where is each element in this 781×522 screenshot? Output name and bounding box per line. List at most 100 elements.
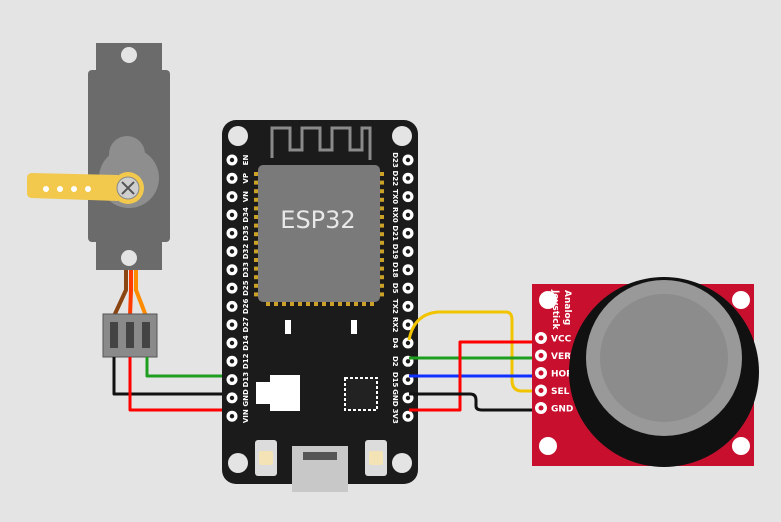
joystick-pin-label-vert: VERT [551,352,578,362]
pin-hole-center [405,176,411,181]
mount-hole [392,453,412,473]
chip-pad [254,172,260,176]
pin-label-gnd: GND [242,389,250,407]
pin-hole-center [229,414,235,419]
chip-pad [378,189,384,194]
pin-label-d22: D22 [391,171,399,187]
chip-pad [378,292,384,297]
pin-hole-center [405,157,411,163]
servo-mount-hole-top [121,47,137,63]
pin-hole-center [229,212,235,218]
chip-pad [378,283,384,288]
chip-pad [298,300,302,306]
pin-label-d27: D27 [242,317,250,333]
chip-pad [254,232,260,237]
pin-hole-center [229,231,235,236]
pin-label-d23: D23 [391,152,399,168]
connector-pin [110,322,118,348]
pin-hole-center [229,194,235,199]
pin-hole-center [405,194,411,199]
pin-label-d32: D32 [242,244,250,260]
mount-hole [539,291,557,309]
joystick-title-line2: Joystick [550,289,560,330]
pin-hole-center [405,285,411,291]
pin-label-d12: D12 [242,353,250,369]
chip-pad [282,300,286,306]
servo-mount-hole-bottom [121,250,137,266]
chip-pad [378,206,384,211]
pin-label-vin: VIN [242,409,250,423]
chip-pad [378,172,384,176]
pin-hole-center [405,395,411,401]
led-indicator [285,320,291,334]
pin-hole-center [405,231,411,236]
chip-pad [378,223,384,228]
pin-hole-center [229,249,235,254]
joystick-cap[interactable] [600,294,728,422]
pin-label-en: EN [242,155,250,166]
pin-label-d14: D14 [242,335,250,351]
pin-hole-center [229,176,235,181]
pin-hole-center [229,157,235,163]
pin-hole-center [538,335,544,341]
esp32-chip-shield [258,165,380,302]
pin-hole-center [229,340,235,346]
mount-hole [392,126,412,146]
pin-label-d15: D15 [391,372,399,388]
pin-label-d4: D4 [391,338,399,349]
pin-hole-center [405,377,411,382]
reset-button-cap [369,451,383,465]
chip-pad [378,258,384,262]
mount-hole [228,126,248,146]
servo-to-esp32-wires [112,357,232,412]
chip-pad [254,223,260,228]
chip-pad [378,232,384,237]
regulator-tab [256,382,270,404]
chip-pad [378,180,384,185]
chip-pads [254,172,384,306]
pin-label-d33: D33 [242,262,250,278]
boot-button-cap [259,451,273,465]
joystick-pin-label-horz: HORZ [551,370,580,380]
chip-pad [290,300,294,306]
chip-pad [354,300,358,306]
mount-hole [539,437,557,455]
chip-pad [330,300,334,306]
pin-label-d21: D21 [391,225,399,241]
chip-pad [322,300,326,306]
servo-motor[interactable] [27,43,170,358]
esp32-to-joystick-wires [407,310,541,412]
pin-hole-center [405,340,411,346]
pin-label-d18: D18 [391,262,399,278]
chip-pad [362,300,366,306]
pin-hole-center [229,285,235,291]
wire-red-vcc [409,340,541,412]
servo-horn-hole [85,186,91,192]
pin-label-rx2: RX2 [391,317,399,333]
chip-pad [378,197,384,202]
pin-label-d13: D13 [242,372,250,388]
chip-pad [274,300,278,306]
pin-label-gnd: GND [391,389,399,407]
esp32-board[interactable]: ESP32 ENVPVND34D35D32D33D25D26D27D14D12D… [222,120,418,492]
chip-pad [378,266,384,271]
servo-horn-hole [57,186,63,192]
led-indicator [351,320,357,334]
wire-yellow-sel [407,310,541,393]
pin-label-rx0: RX0 [391,207,399,223]
pin-hole-center [229,359,235,364]
pin-label-vp: VP [242,173,250,184]
servo-gear-bump [109,136,145,172]
chip-pad [254,240,260,245]
wire-green-signal [145,357,232,378]
chip-pad [254,258,260,262]
chip-pad [346,300,350,306]
pin-hole-center [405,322,411,327]
pin-label-d26: D26 [242,299,250,315]
pin-hole-center [538,353,544,358]
pin-hole-center [229,377,235,382]
joystick-pin-label-gnd: GND [551,405,573,415]
